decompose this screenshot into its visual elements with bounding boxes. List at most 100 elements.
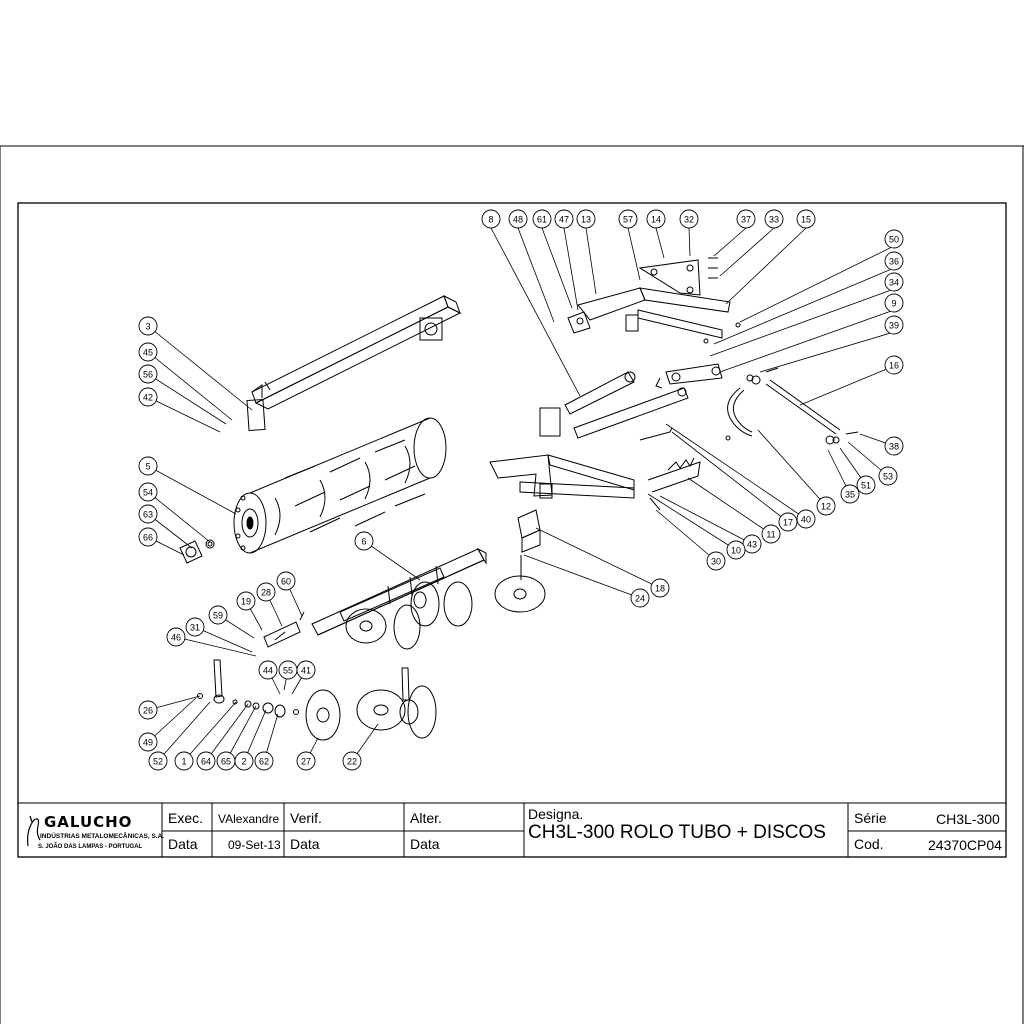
callout-46: 46 [166, 627, 186, 647]
callout-49: 49 [138, 732, 158, 752]
callout-label: 22 [347, 757, 357, 767]
callout-label: 52 [153, 757, 163, 767]
callout-27: 27 [296, 751, 316, 771]
callout-33: 33 [764, 209, 784, 229]
callout-19: 19 [236, 591, 256, 611]
callout-label: 38 [889, 442, 899, 452]
callout-31: 31 [185, 617, 205, 637]
part-bracket-19 [263, 611, 305, 648]
callout-label: 6 [361, 537, 366, 547]
part-curved-bar-12 [725, 387, 753, 441]
callout-53: 53 [878, 466, 898, 486]
callout-38: 38 [884, 436, 904, 456]
callout-label: 47 [559, 215, 569, 225]
callout-39: 39 [884, 315, 904, 335]
callout-label: 40 [801, 515, 811, 525]
callout-label: 10 [731, 546, 741, 556]
callout-1: 1 [174, 751, 194, 771]
callout-label: 65 [221, 757, 231, 767]
callout-label: 24 [635, 594, 645, 604]
callout-label: 8 [488, 215, 493, 225]
callout-label: 51 [861, 481, 871, 491]
drawing-frame [17, 202, 1007, 858]
callout-47: 47 [554, 209, 574, 229]
callout-label: 12 [821, 502, 831, 512]
callout-22: 22 [342, 751, 362, 771]
callout-label: 56 [143, 370, 153, 380]
callout-3: 3 [138, 316, 158, 336]
part-link-14 [638, 257, 718, 296]
alter-label: Alter. [410, 810, 442, 826]
callout-66: 66 [138, 527, 158, 547]
callout-label: 48 [513, 215, 523, 225]
callout-label: 26 [143, 706, 153, 716]
part-link-9 [655, 363, 723, 389]
callout-label: 31 [190, 623, 200, 633]
date-label: Data [168, 836, 198, 852]
callout-label: 39 [889, 321, 899, 331]
callout-label: 50 [889, 235, 899, 245]
callout-label: 32 [684, 215, 694, 225]
callout-15: 15 [796, 209, 816, 229]
code-label: Cod. [854, 836, 884, 852]
callout-48: 48 [508, 209, 528, 229]
callout-51: 51 [856, 475, 876, 495]
callout-2: 2 [234, 751, 254, 771]
designation-label: Designa. [528, 806, 584, 822]
callout-63: 63 [138, 504, 158, 524]
part-rod-16 [746, 367, 859, 445]
callout-41: 41 [296, 660, 316, 680]
callout-52: 52 [148, 751, 168, 771]
callout-label: 60 [281, 577, 291, 587]
part-arm-8 [539, 371, 689, 439]
part-roller [233, 417, 447, 554]
callout-56: 56 [138, 364, 158, 384]
callout-label: 13 [581, 215, 591, 225]
part-disc-pair-22 [356, 667, 437, 739]
callout-6: 6 [354, 531, 374, 551]
company-location: S. JOÃO DAS LAMPAS - PORTUGAL [38, 844, 143, 850]
callout-37: 37 [736, 209, 756, 229]
company-logo-mark [27, 815, 41, 847]
callout-label: 15 [801, 215, 811, 225]
leader-lines [147, 227, 895, 762]
callout-label: 59 [213, 611, 223, 621]
callout-34: 34 [884, 272, 904, 292]
callout-64: 64 [196, 751, 216, 771]
series-value: CH3L-300 [936, 811, 1000, 827]
callout-16: 16 [884, 355, 904, 375]
callout-label: 43 [747, 540, 757, 550]
callout-44: 44 [258, 660, 278, 680]
callout-label: 44 [263, 666, 273, 676]
drawing-title: CH3L-300 ROLO TUBO + DISCOS [528, 822, 826, 843]
company-name: INDÚSTRIAS METALOMECÂNICAS, S.A. [40, 833, 165, 840]
callout-label: 11 [766, 530, 775, 540]
callout-40: 40 [796, 509, 816, 529]
callout-label: 33 [769, 215, 779, 225]
callout-label: 18 [655, 584, 665, 594]
callout-label: 14 [651, 215, 661, 225]
callout-62: 62 [254, 751, 274, 771]
callout-18: 18 [650, 578, 670, 598]
callout-54: 54 [138, 482, 158, 502]
part-frame-10 [489, 454, 635, 499]
callout-36: 36 [884, 251, 904, 271]
verif-label: Verif. [290, 810, 322, 826]
callout-label: 62 [259, 757, 269, 767]
callout-28: 28 [256, 582, 276, 602]
callout-label: 53 [883, 472, 893, 482]
callout-label: 63 [143, 510, 153, 520]
company-logo-text: GALUCHO [44, 813, 133, 831]
callout-17: 17 [778, 512, 798, 532]
callout-10: 10 [726, 540, 746, 560]
callout-5: 5 [138, 456, 158, 476]
callout-42: 42 [138, 387, 158, 407]
part-beam [246, 294, 462, 432]
callout-label: 42 [143, 393, 153, 403]
callout-label: 5 [145, 462, 150, 472]
callout-label: 2 [241, 757, 246, 767]
callout-label: 66 [143, 533, 153, 543]
callout-label: 49 [143, 738, 153, 748]
